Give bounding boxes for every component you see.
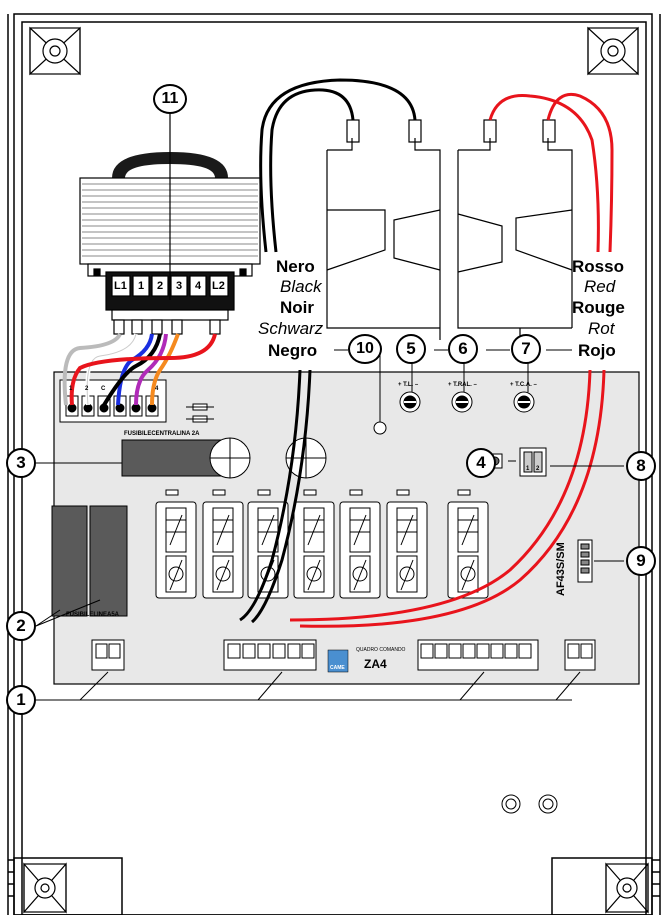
wire-right-spanish: Rojo [578, 341, 616, 360]
callout-5: 5 [396, 334, 426, 364]
left-terminal-strip [59, 379, 167, 423]
strip-label-1: 1 [69, 386, 73, 392]
leader-lines [35, 349, 624, 701]
transformer-terminal-4: 4 [195, 280, 202, 292]
mounting-holes [501, 794, 558, 814]
dip-label-1: 1 [526, 466, 530, 472]
trimmer-label-tl: + T.L. – [398, 382, 419, 388]
callout-3: 3 [6, 448, 36, 478]
bottom-terminals [91, 639, 596, 671]
wires-to-board [239, 369, 606, 628]
came-logo-text: CAME [330, 665, 345, 671]
corner-mount-top-right [587, 26, 639, 76]
callout-4: 4 [466, 448, 496, 478]
wire-left-french: Noir [280, 298, 314, 317]
strip-label-4: 4 [155, 386, 159, 392]
transformer-terminal-3: 3 [176, 280, 183, 292]
callout-8: 8 [626, 451, 656, 481]
black-motor-wires [259, 78, 417, 253]
transformer-terminal-l2: L2 [212, 280, 225, 292]
relays [155, 501, 489, 599]
wire-left-german: Schwarz [258, 319, 324, 338]
transformer-terminal-l1: L1 [114, 280, 127, 292]
callout-9: 9 [626, 546, 656, 576]
dip-label-2: 2 [536, 466, 540, 472]
callout-11: 11 [153, 84, 187, 114]
trimmer-label-tca: + T.C.A. – [510, 382, 537, 388]
panel-model-label: ZA4 [364, 657, 387, 671]
strip-label-2: 2 [85, 386, 89, 392]
transformer-terminal-1: 1 [138, 280, 145, 292]
callout-10: 10 [348, 334, 382, 364]
strip-label-c: C [101, 386, 106, 392]
wire-left-english: Black [280, 277, 322, 296]
corner-mount-bottom-left [23, 862, 67, 914]
callout-1: 1 [6, 685, 36, 715]
corner-mount-top-left [29, 26, 81, 76]
wire-left-italian: Nero [276, 257, 315, 276]
wire-right-italian: Rosso [572, 257, 624, 276]
callout-6: 6 [448, 334, 478, 364]
motor-left-outline [326, 119, 441, 340]
relay-diodes [165, 489, 471, 496]
motor-right-outline [457, 119, 573, 340]
came-logo [327, 649, 349, 673]
board-components [51, 391, 593, 617]
transformer-terminal-2: 2 [157, 280, 164, 292]
transformer-wires [62, 332, 217, 407]
corner-mount-bottom-right [605, 862, 649, 914]
callout-7: 7 [511, 334, 541, 364]
fuse-line-label: FUSIBILELINEA5A [66, 612, 120, 618]
red-motor-wires [488, 93, 614, 253]
wire-right-german: Rot [588, 319, 615, 338]
wire-right-french: Rouge [572, 298, 625, 317]
trimmer-label-tral: + T.RAL. – [448, 382, 477, 388]
wire-left-spanish: Negro [268, 341, 318, 360]
card-slot-label: AF43S/SM [555, 542, 567, 596]
fuse-central-label: FUSIBILECENTRALINA 2A [124, 431, 200, 437]
wire-right-english: Red [584, 277, 616, 296]
panel-brand-label: QUADRO COMANDO [356, 647, 406, 653]
callout-2: 2 [6, 611, 36, 641]
